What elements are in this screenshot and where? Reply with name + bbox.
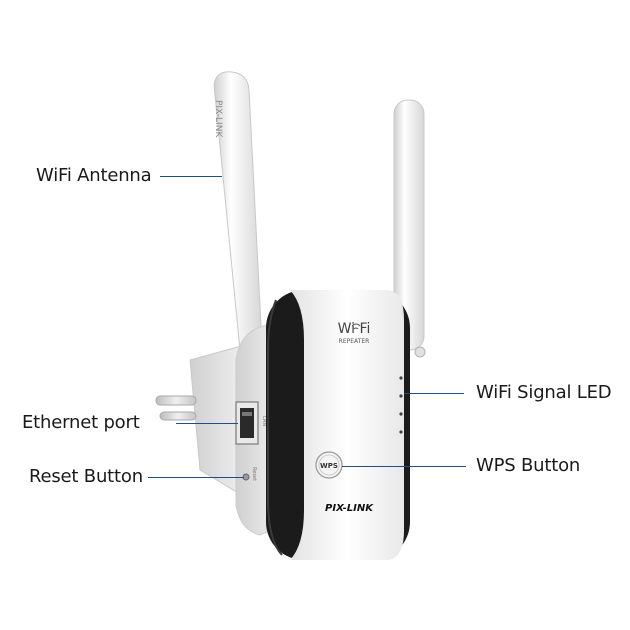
- antenna-callout-line: [160, 176, 222, 177]
- port-label: LAN: [261, 416, 267, 426]
- plug-housing: [155, 344, 251, 501]
- right-antenna: [393, 99, 426, 358]
- wps-button[interactable]: WPS: [315, 451, 343, 479]
- wps-button-label: WPS Button: [476, 455, 581, 476]
- antenna-print: PIX-LINK: [213, 100, 223, 138]
- reset-label: Reset: [251, 467, 257, 481]
- brand-logo: PIX-LINK: [325, 503, 374, 514]
- wps-badge: WPS: [320, 462, 338, 470]
- wifi-logo: Wi Fi REPEATER: [338, 321, 371, 345]
- logo-sub: REPEATER: [339, 338, 370, 345]
- reset-button-label: Reset Button: [29, 466, 143, 487]
- reset-callout-line: [148, 477, 244, 478]
- ethernet-port-label: Ethernet port: [22, 412, 140, 433]
- front-face: [266, 290, 410, 560]
- wifi-signal-led-label: WiFi Signal LED: [476, 382, 612, 403]
- ethernet-callout-line: [176, 423, 238, 424]
- ethernet-port: LAN: [235, 401, 267, 445]
- wps-callout-line: [342, 466, 466, 467]
- signal-led-callout-line: [404, 393, 464, 394]
- left-antenna: PIX-LINK: [213, 71, 263, 364]
- wifi-antenna-label: WiFi Antenna: [36, 165, 152, 186]
